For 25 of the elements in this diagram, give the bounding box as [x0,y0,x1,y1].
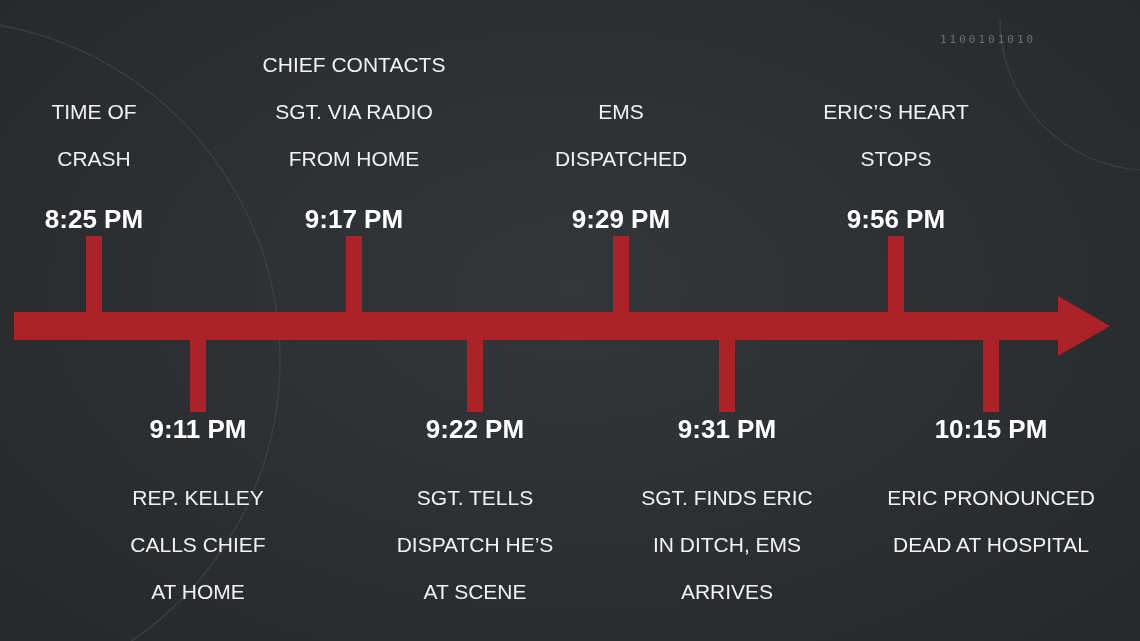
timeline-tick [983,340,999,412]
event-time: 9:17 PM [304,203,404,236]
event-description: EMS DISPATCHED [553,99,689,172]
event-time: 9:31 PM [677,413,777,446]
event-time: 8:25 PM [44,203,144,236]
timeline-tick [467,340,483,412]
event-description: SGT. TELLS DISPATCH HE’S AT SCENE [395,485,555,605]
timeline-tick [86,236,102,312]
event-time: 9:22 PM [425,413,525,446]
event-time: 9:56 PM [846,203,946,236]
timeline-tick [719,340,735,412]
event-description: ERIC PRONOUNCED DEAD AT HOSPITAL [886,485,1096,558]
event-description: CHIEF CONTACTS SGT. VIA RADIO FROM HOME [261,52,447,172]
timeline-tick [346,236,362,312]
timeline-tick [888,236,904,312]
timeline-tick [190,340,206,412]
event-description: SGT. FINDS ERIC IN DITCH, EMS ARRIVES [640,485,814,605]
event-time: 9:11 PM [149,413,247,446]
timeline-tick [613,236,629,312]
event-description: TIME OF CRASH [50,99,138,172]
binary-digits: 1100101010 [940,33,1037,46]
event-time: 9:29 PM [571,203,671,236]
event-description: REP. KELLEY CALLS CHIEF AT HOME [129,485,267,605]
event-description: ERIC’S HEART STOPS [822,99,970,172]
event-time: 10:15 PM [934,413,1048,446]
